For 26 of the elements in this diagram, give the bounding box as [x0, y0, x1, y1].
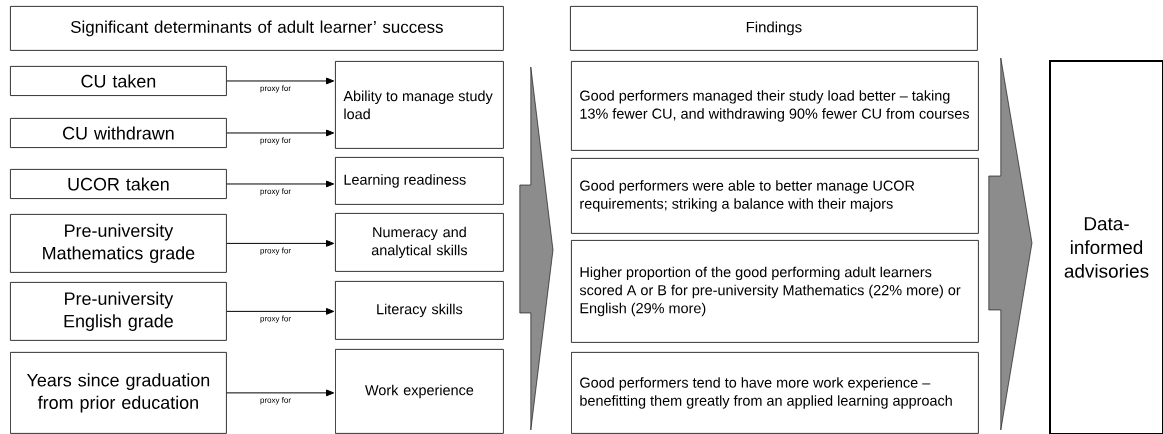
- header-box: Findings: [570, 6, 978, 51]
- determinant-box: Pre-university Mathematics grade: [10, 214, 227, 273]
- construct-box: Ability to manage study load: [335, 61, 504, 149]
- construct-box: Work experience: [335, 349, 504, 434]
- determinant-box: CU withdrawn: [10, 118, 227, 148]
- finding-box: Good performers managed their study load better – taking 13% fewer CU, and withdrawing 90% fewer CU from courses: [571, 61, 979, 151]
- arrow: [226, 180, 335, 188]
- finding-box: Good performers tend to have more work experience – benefitting them greatly from an applied learning approach: [571, 352, 979, 434]
- arrow: [226, 77, 335, 85]
- result-box: Data-informed advisories: [1049, 60, 1163, 434]
- arrow: [226, 129, 335, 137]
- arrow: [226, 308, 335, 315]
- determinant-box: Pre-university English grade: [10, 282, 227, 341]
- arrow: [226, 389, 335, 397]
- construct-box: Numeracy and analytical skills: [335, 213, 504, 272]
- construct-box: Literacy skills: [335, 281, 504, 340]
- header-box: Significant determinants of adult learner’ success: [10, 6, 504, 51]
- determinant-box: Years since graduation from prior education: [10, 352, 227, 434]
- chevron-arrow: [519, 66, 554, 431]
- determinant-box: CU taken: [10, 66, 227, 96]
- determinant-box: UCOR taken: [10, 169, 227, 199]
- construct-box: Learning readiness: [335, 157, 504, 205]
- chevron-arrow: [988, 57, 1033, 431]
- finding-box: Good performers were able to better manage UCOR requirements; striking a balance with their majors: [571, 158, 979, 234]
- arrow: [226, 240, 335, 247]
- finding-box: Higher proportion of the good performing adult learners scored A or B for pre-university Mathematics (22% more) or English (29% more): [571, 240, 979, 343]
